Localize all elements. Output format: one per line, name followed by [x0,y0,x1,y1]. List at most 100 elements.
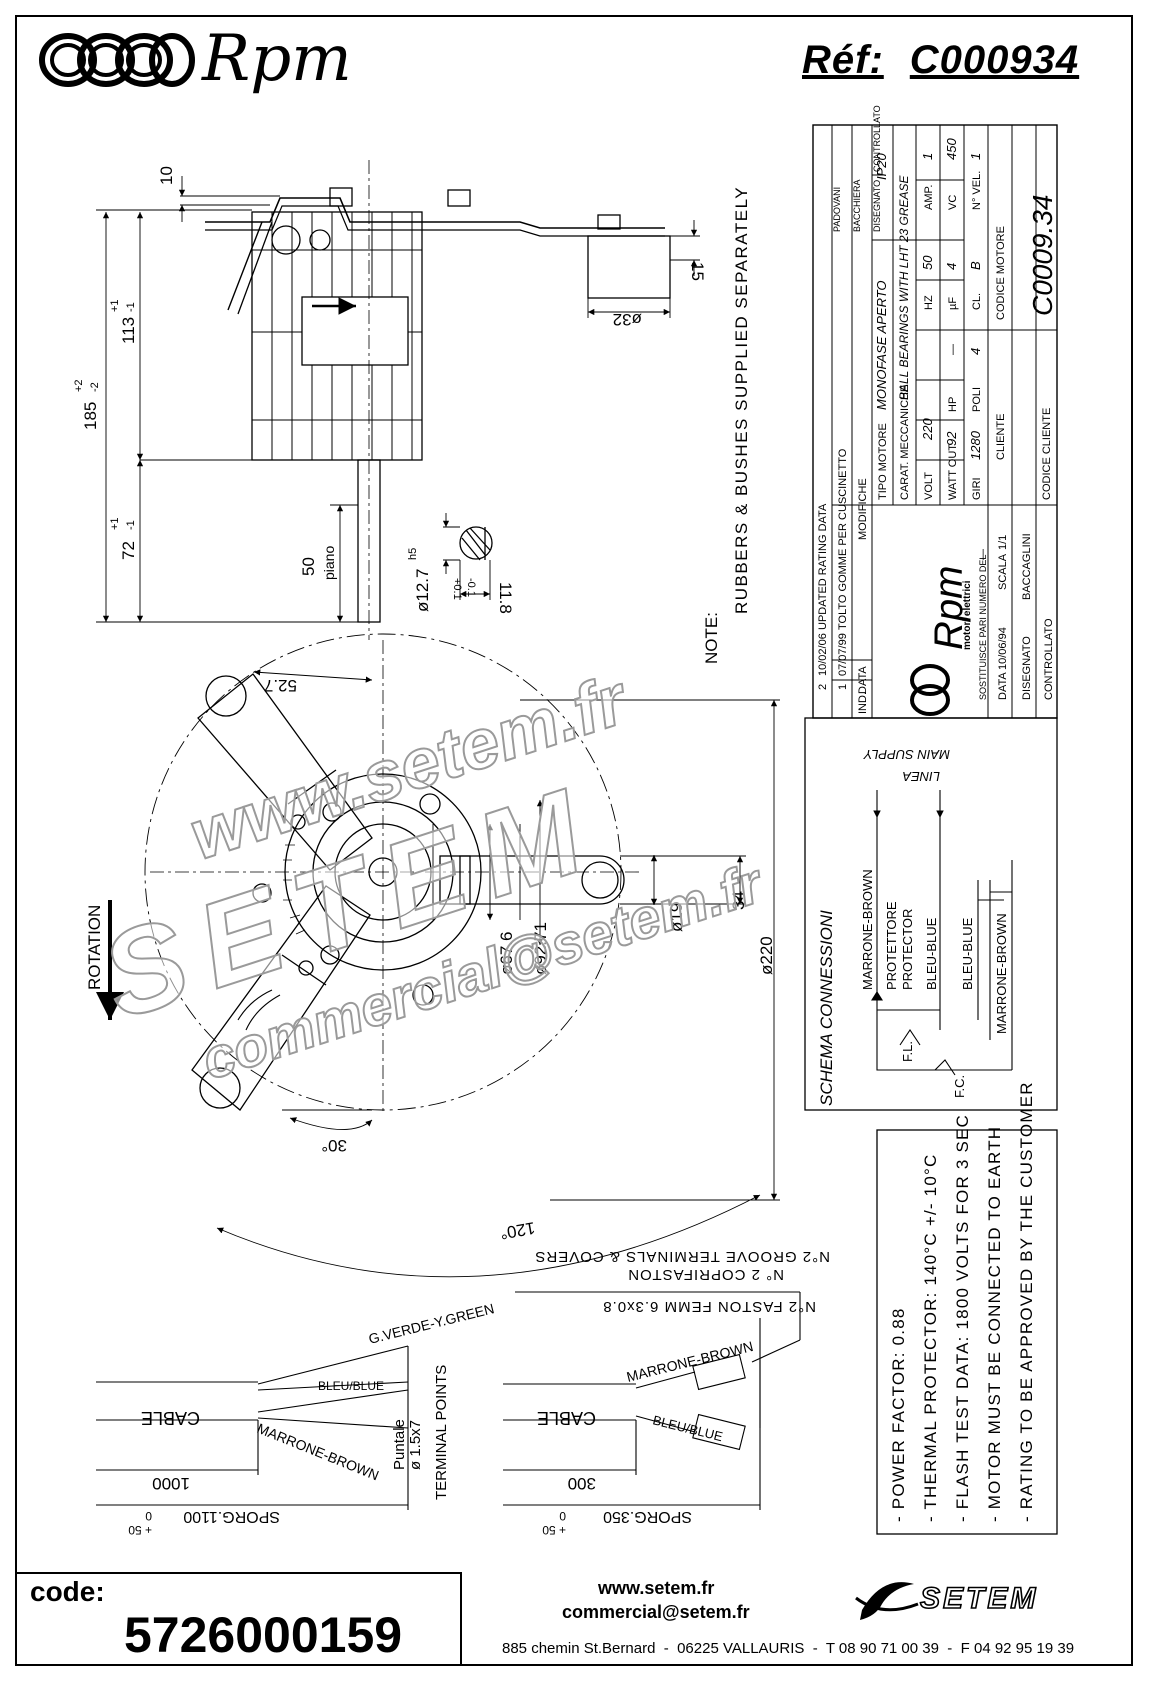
rev2-num: 2 [817,684,829,690]
giri-value: 1280 [968,430,983,460]
mounting-arm-right [439,855,625,905]
footer-tel: T 08 90 71 00 39 [804,1640,939,1657]
footer-email-link[interactable]: commercial@setem.fr [562,1602,750,1622]
schema-protettore: PROTETTORE [884,901,899,990]
motor-body [251,211,423,461]
mounting-bracket [205,197,665,229]
bracket-bolt-3 [597,214,621,230]
vc-label: VC [947,195,959,210]
front-dimensions [96,669,780,1278]
scala-label: SCALA [997,553,1009,590]
vc-value: 450 [944,138,959,160]
title-block-text: 2 10/02/06 UPDATED RATING DATA 1 07/07/9… [817,105,1058,714]
front-view [144,633,640,1112]
sign-bacchiera: BACCHIERA [852,179,862,232]
sostituisce-value: — [977,549,989,560]
brand-wordmark: Rpm [202,22,352,96]
cable-right-sporg-tol-a: 0 [559,1509,566,1523]
cl-label: CL. [971,293,983,310]
cable-left-verde: G.VERDE-Y.GREEN [367,1300,496,1347]
ref-label: Réf: [802,38,884,82]
sign-disegnato: DISEGNATO [872,180,882,232]
mounting-arm-upper [197,673,373,871]
rev1-text: TOLTO GOMME PER CUSCINETTO [837,448,849,630]
bracket-bolt-2 [447,189,471,207]
dim-15: 15 [688,262,707,281]
dim-113-tol-up: +1 [109,299,121,312]
amp-label: AMP. [923,185,935,210]
cable-left-sporg-tol-b: + 50 [128,1523,152,1537]
poli-value: 4 [968,348,983,355]
tb-logo-coils [910,664,950,716]
schema-bleu-2: BLEU-BLUE [960,917,975,990]
uf-label: µF [947,297,959,310]
spec-line-1: - POWER FACTOR: 0.88 [889,1307,908,1522]
cable-right [503,1291,801,1510]
rev1-date: 07/07/99 [837,633,849,676]
code-label: code: [30,1576,105,1607]
reference: Réf: C000934 [802,38,1079,83]
note-rubbers: RUBBERS & BUSHES SUPPLIED SEPARATELY [732,186,751,614]
dim-72: 72 [119,541,138,560]
rev2-text: UPDATED RATING DATA [817,503,829,630]
specs-block: - POWER FACTOR: 0.88 - THERMAL PROTECTOR… [876,1081,1058,1535]
cable-right-sporg-tol-b: + 50 [542,1523,566,1537]
cable-left-labels: G.VERDE-Y.GREEN BLEU/BLUE MARRONE-BROWN … [128,1300,496,1537]
cliente-label: CLIENTE [995,414,1007,460]
schema-marrone-brown: MARRONE-BROWN [860,869,875,990]
data-label: DATA [857,666,869,694]
dim-50: 50 [299,557,318,576]
ref-value: C000934 [909,38,1080,82]
cable-left-terminal: TERMINAL POINTS [433,1365,450,1500]
dim-dia220: ø220 [757,936,776,975]
carat-value: BALL BEARINGS WITH LHT 23 GREASE [897,174,911,400]
dim-dia19: ø19 [667,903,686,932]
note-coprifaston: N° 2 COPRIFASTON [627,1266,784,1283]
dim-118-tol-a: -0.1 [465,578,477,597]
hp-value: — [947,344,959,355]
note-faston: N°2 FASTON FEMM 6.3x0.8 [602,1298,816,1315]
hp-label: HP [947,397,959,412]
schema-fc: F.C. [952,1075,967,1098]
footer-website-link[interactable]: www.setem.fr [598,1578,715,1598]
note-groove: N°2 GROOVE TERMINALS & COVERS [534,1248,830,1265]
dim-piano: piano [321,546,337,580]
tb-logo-sub: motori elettrici [962,580,973,650]
dim-h5: h5 [407,548,419,560]
codice-motore-value: C0009.34 [1027,195,1058,316]
rpm-coil-logo [39,33,195,87]
cable-gland [271,225,301,255]
nvel-label: N° VEL. [971,171,983,210]
rotation-label: ROTATION [85,905,104,990]
cable-left-marrone: MARRONE-BROWN [255,1420,381,1483]
poli-label: POLI [971,387,983,412]
giri-label: GIRI [971,477,983,500]
codice-motore-label: CODICE MOTORE [995,226,1007,320]
watt-value: 92 [944,431,959,446]
setem-logo: SETEM [919,1581,1039,1616]
rev1-num: 1 [837,684,849,690]
schema-main-supply: MAIN SUPPLY [862,747,950,762]
footer-fax: F 04 92 95 19 39 [939,1640,1074,1657]
amp-value: 1 [920,153,935,160]
scala-value: 1/1 [997,535,1009,550]
dim-dia32: ø32 [613,310,642,329]
footer-address: 885 chemin St.Bernard06225 VALLAURIST 08… [502,1640,1074,1657]
spec-line-4: - MOTOR MUST BE CONNECTED TO EARTH [985,1126,1004,1522]
dim-113-tol-dn: -1 [125,302,137,312]
sign-padovani: PADOVANI [832,187,842,232]
cable-left [96,1345,409,1510]
rubber-bushing [587,235,671,299]
footer-street: 885 chemin St.Bernard [502,1640,656,1657]
footer-city: 06225 VALLAURIS [655,1640,804,1657]
cable-right-len: 300 [568,1474,596,1493]
dim-34: 34 [729,891,748,910]
cable-right-cable: CABLE [537,1408,596,1428]
code-box [15,1572,462,1666]
spec-line-2: - THERMAL PROTECTOR: 140°C +/- 10°C [921,1154,940,1522]
dim-72-tol-dn: -1 [125,520,137,530]
wiring-labels: SCHEMA CONNESSIONI LINEA MAIN SUPPLY MAR… [817,747,1009,1106]
hz-value: 50 [920,255,935,270]
